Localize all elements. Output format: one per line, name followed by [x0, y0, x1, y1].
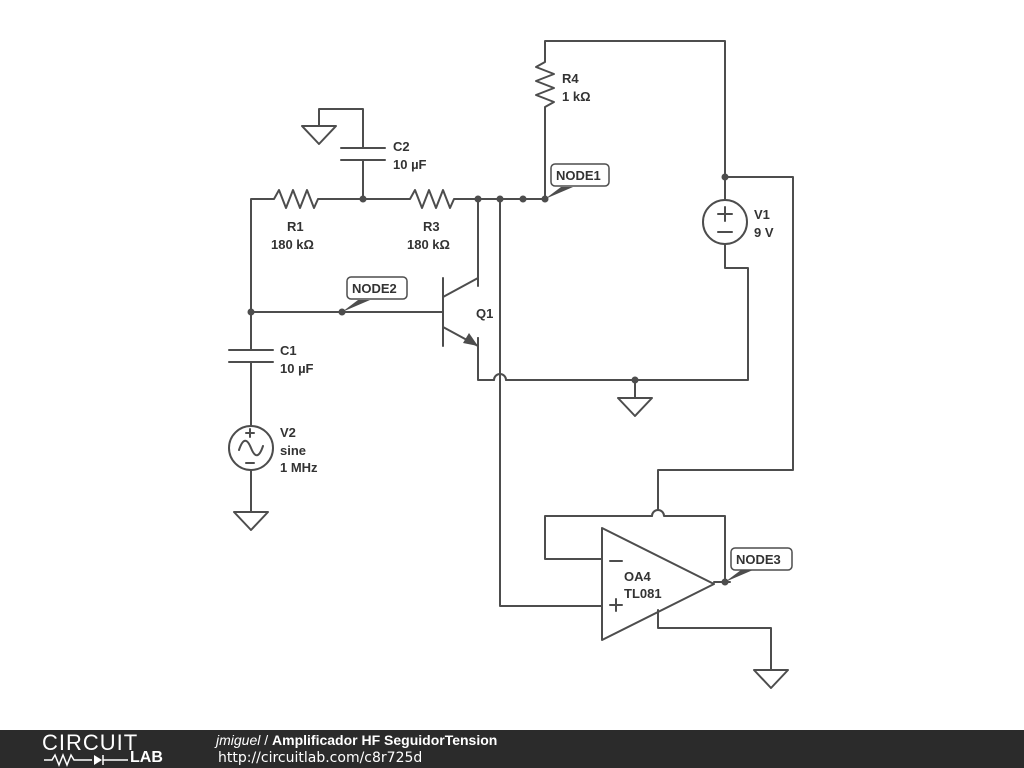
- schematic-credit: jmiguel / Amplificador HF SeguidorTensio…: [216, 731, 497, 749]
- node-label-node1[interactable]: NODE1: [545, 163, 610, 199]
- ground-icon: [233, 511, 269, 531]
- schematic-title[interactable]: Amplificador HF SeguidorTension: [272, 732, 498, 748]
- ground-icon: [753, 669, 789, 689]
- v2-type: sine: [280, 443, 306, 458]
- v1-value: 9 V: [754, 225, 774, 240]
- node-label-node2[interactable]: NODE2: [342, 276, 408, 312]
- schematic-canvas: R4 1 kΩ R1 180 kΩ R3 180 kΩ C2 10 µF C1 …: [228, 40, 794, 689]
- opamp-oa4[interactable]: OA4 TL081: [601, 527, 715, 641]
- voltage-source-v1[interactable]: V1 9 V: [702, 199, 774, 245]
- junction-dot: [359, 195, 367, 203]
- wires: [250, 40, 794, 671]
- v1-ref: V1: [754, 207, 770, 222]
- v2-ref: V2: [280, 425, 296, 440]
- footer-bar: CIRCUIT LAB jmiguel / Amplificador HF Se…: [0, 730, 1024, 768]
- r1-ref: R1: [287, 219, 304, 234]
- resistor-r1[interactable]: R1 180 kΩ: [267, 189, 323, 252]
- resistor-r4[interactable]: R4 1 kΩ: [535, 58, 591, 114]
- ground-icon: [617, 397, 653, 417]
- r4-ref: R4: [562, 71, 579, 86]
- node-label-node3[interactable]: NODE3: [725, 547, 793, 582]
- junction-dot: [474, 195, 482, 203]
- circuitlab-logo[interactable]: CIRCUIT LAB: [42, 732, 177, 768]
- junction-dot: [631, 376, 639, 384]
- credit-separator: /: [264, 732, 269, 748]
- author-link[interactable]: jmiguel: [216, 732, 261, 748]
- node2-label: NODE2: [352, 281, 397, 296]
- ground-icon: [301, 125, 337, 145]
- node3-label: NODE3: [736, 552, 781, 567]
- r3-value: 180 kΩ: [407, 237, 450, 252]
- c1-value: 10 µF: [280, 361, 314, 376]
- v2-freq: 1 MHz: [280, 460, 318, 475]
- transistor-q1[interactable]: Q1: [442, 277, 493, 347]
- junction-dot: [247, 308, 255, 316]
- oa4-ref: OA4: [624, 569, 652, 584]
- logo-wave-icon: [44, 752, 128, 768]
- schematic-url[interactable]: http://circuitlab.com/c8r725d: [218, 750, 423, 766]
- c2-value: 10 µF: [393, 157, 427, 172]
- voltage-source-v2[interactable]: V2 sine 1 MHz: [228, 425, 318, 475]
- r3-ref: R3: [423, 219, 440, 234]
- c1-ref: C1: [280, 343, 297, 358]
- q1-ref: Q1: [476, 306, 493, 321]
- r1-value: 180 kΩ: [271, 237, 314, 252]
- logo-top-text: CIRCUIT: [42, 730, 139, 755]
- junction-dot: [519, 195, 527, 203]
- capacitor-c2[interactable]: C2 10 µF: [340, 139, 427, 172]
- c2-ref: C2: [393, 139, 410, 154]
- node1-label: NODE1: [556, 168, 601, 183]
- r4-value: 1 kΩ: [562, 89, 591, 104]
- junction-dot: [496, 195, 504, 203]
- oa4-part: TL081: [624, 586, 662, 601]
- resistor-r3[interactable]: R3 180 kΩ: [403, 189, 459, 252]
- logo-bottom-text: LAB: [130, 749, 163, 766]
- capacitor-c1[interactable]: C1 10 µF: [228, 343, 314, 376]
- junction-dot: [721, 173, 729, 181]
